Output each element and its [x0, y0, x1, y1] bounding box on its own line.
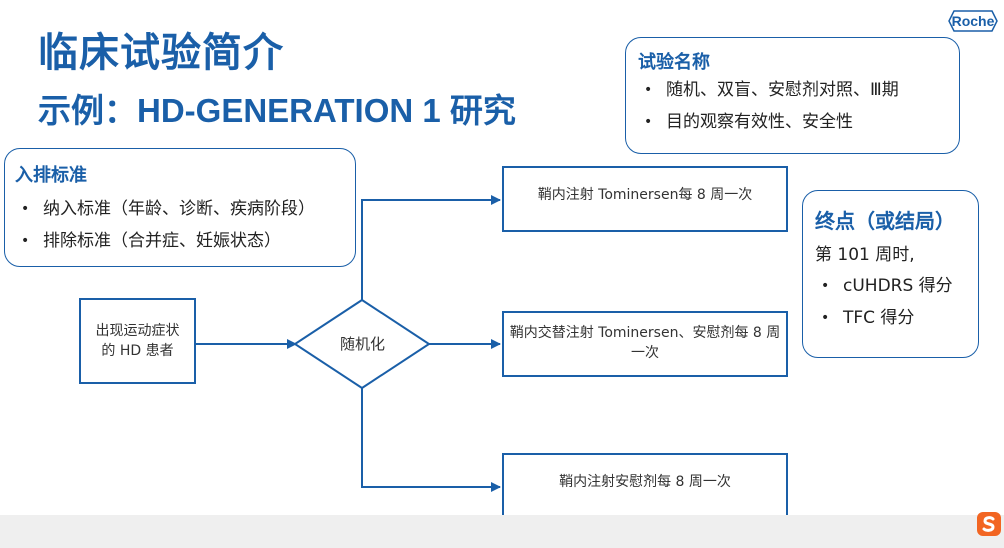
patient-label: 出现运动症状的 HD 患者 [95, 323, 180, 359]
trial-name-heading: 试验名称 [638, 52, 710, 73]
branch-arm1-arrow [361, 195, 501, 300]
criteria-list: 纳入标准（年龄、诊断、疾病阶段） 排除标准（合并症、妊娠状态） [15, 193, 345, 257]
endpoint-heading: 终点（或结局） [815, 209, 955, 233]
list-item: TFC 得分 [815, 302, 966, 334]
list-item: 随机、双盲、安慰剂对照、Ⅲ期 [638, 74, 947, 106]
trial-name-list: 随机、双盲、安慰剂对照、Ⅲ期 目的观察有效性、安全性 [638, 74, 947, 138]
trial-name-box: 试验名称 随机、双盲、安慰剂对照、Ⅲ期 目的观察有效性、安全性 [625, 37, 960, 154]
branch-arm3-arrow [361, 388, 501, 492]
arm3-box: 鞘内注射安慰剂每 8 周一次 [502, 453, 788, 515]
list-item: 纳入标准（年龄、诊断、疾病阶段） [15, 193, 345, 225]
slide: 临床试验简介 示例：HD-GENERATION 1 研究 Roche 出现运动症… [0, 0, 1004, 515]
endpoint-list: cUHDRS 得分 TFC 得分 [815, 270, 966, 334]
flow-connectors [196, 195, 501, 492]
roche-logo-icon [948, 10, 998, 32]
randomize-label: 随机化 [339, 335, 385, 353]
patient-box: 出现运动症状的 HD 患者 [79, 298, 196, 384]
list-item: 目的观察有效性、安全性 [638, 106, 947, 138]
list-item: 排除标准（合并症、妊娠状态） [15, 225, 345, 257]
sogou-input-icon[interactable] [976, 511, 1002, 537]
page-title: 临床试验简介 [38, 30, 284, 76]
arm1-label: 鞘内注射 Tominersen每 8 周一次 [537, 187, 753, 203]
arm2-box: 鞘内交替注射 Tominersen、安慰剂每 8 周一次 [502, 311, 788, 377]
roche-logo-text: Roche [951, 13, 995, 29]
roche-logo: Roche [948, 10, 998, 32]
arm2-label: 鞘内交替注射 Tominersen、安慰剂每 8 周一次 [509, 325, 781, 361]
endpoint-box: 终点（或结局） 第 101 周时, cUHDRS 得分 TFC 得分 [802, 190, 979, 358]
page-subtitle: 示例：HD-GENERATION 1 研究 [38, 92, 516, 129]
arm1-box: 鞘内注射 Tominersen每 8 周一次 [502, 166, 788, 232]
list-item: cUHDRS 得分 [815, 270, 966, 302]
arm3-label: 鞘内注射安慰剂每 8 周一次 [559, 474, 731, 490]
endpoint-timepoint: 第 101 周时, [815, 245, 915, 265]
criteria-heading: 入排标准 [15, 165, 87, 186]
criteria-box: 入排标准 纳入标准（年龄、诊断、疾病阶段） 排除标准（合并症、妊娠状态） [4, 148, 356, 267]
